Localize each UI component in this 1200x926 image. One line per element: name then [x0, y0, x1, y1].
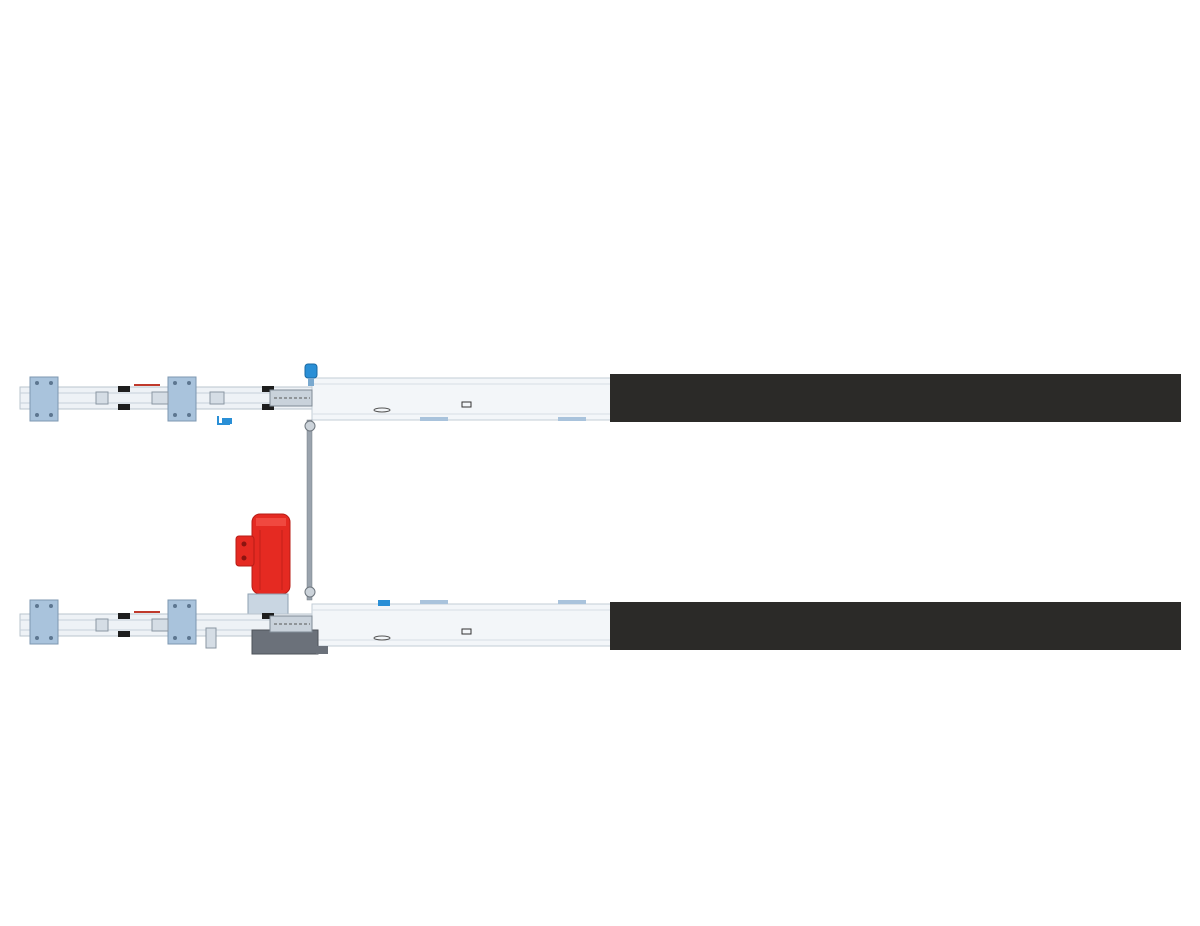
top-bracket-2: [167, 376, 197, 422]
drive-shaft: [304, 419, 316, 601]
sensor-icon: [304, 363, 318, 386]
sensor-icon: [217, 416, 232, 425]
bottom-bracket-1: [29, 599, 59, 645]
base-plate: [251, 629, 319, 655]
sensor-icon: [378, 600, 390, 606]
top-belt: [610, 374, 1181, 422]
top-bracket-1: [29, 376, 59, 422]
bottom-bracket-2: [167, 599, 197, 645]
bottom-belt: [610, 602, 1181, 650]
bottom-conveyor: [19, 599, 1181, 655]
top-frame: [311, 377, 613, 421]
top-conveyor: [19, 363, 1181, 425]
